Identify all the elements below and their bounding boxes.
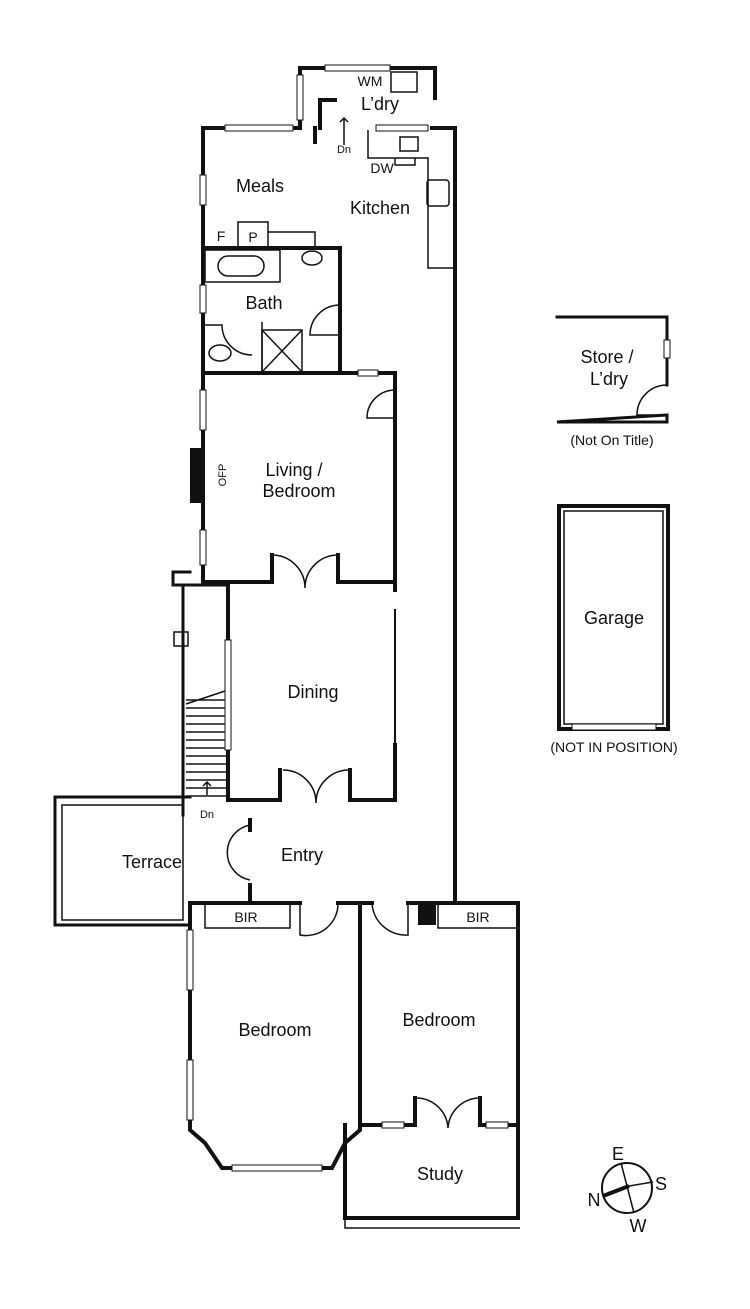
compass-icon: E S N W (588, 1144, 668, 1236)
label-fridge: F (217, 228, 226, 244)
label-dn-lower: Dn (200, 809, 214, 821)
fireplace (190, 448, 203, 503)
label-dining: Dining (287, 682, 338, 702)
walls (53, 66, 520, 1229)
compass-e: E (612, 1144, 624, 1164)
label-garage: Garage (584, 608, 644, 628)
label-dw: DW (370, 160, 394, 176)
label-laundry: L’dry (361, 94, 399, 114)
label-living-1: Living / (265, 460, 322, 480)
compass-n: N (588, 1190, 601, 1210)
stair-arrow-icon (339, 116, 349, 145)
bathtub-icon (217, 255, 265, 277)
label-bedroom-right: Bedroom (402, 1010, 475, 1030)
label-entry: Entry (281, 845, 323, 865)
label-terrace: Terrace (122, 852, 182, 872)
label-study: Study (417, 1164, 463, 1184)
label-kitchen: Kitchen (350, 198, 410, 218)
compass-w: W (630, 1216, 647, 1236)
cooktop-icon (426, 179, 450, 207)
label-ofp: OFP (217, 464, 229, 487)
windows (186, 64, 509, 1172)
label-living-2: Bedroom (262, 481, 335, 501)
room-labels: WM L’dry Dn DW Meals Kitchen F P Bath OF… (122, 73, 490, 1184)
label-dn-upper: Dn (337, 144, 351, 156)
label-bath: Bath (245, 293, 282, 313)
label-wm: WM (358, 73, 383, 89)
label-bir-right: BIR (466, 909, 489, 925)
label-bir-left: BIR (234, 909, 257, 925)
label-store-note: (Not On Title) (570, 432, 653, 448)
label-store-1: Store / (580, 347, 633, 367)
label-meals: Meals (236, 176, 284, 196)
store-laundry-building: Store / L’dry (Not On Title) (555, 315, 671, 448)
label-garage-note: (NOT IN POSITION) (550, 739, 677, 755)
toilet-icon (301, 250, 323, 266)
compass-s: S (655, 1174, 667, 1194)
label-bedroom-left: Bedroom (238, 1020, 311, 1040)
label-pantry: P (248, 229, 257, 245)
garage-building: Garage (NOT IN POSITION) (550, 504, 678, 755)
label-store-2: L’dry (590, 369, 628, 389)
